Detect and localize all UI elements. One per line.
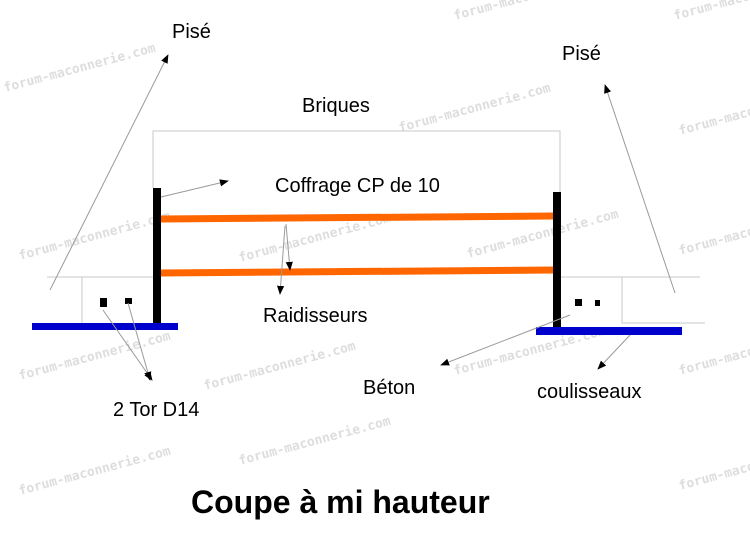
slide-right (536, 327, 682, 335)
arrow-pise-left (49, 54, 169, 291)
watermark: forum-maconnerie.com (677, 84, 750, 139)
watermark: forum-maconnerie.com (672, 0, 750, 24)
arrow-beton (440, 314, 571, 366)
label-coulisseaux: coulisseaux (537, 381, 642, 403)
watermark: forum-maconnerie.com (202, 339, 357, 394)
watermark: forum-maconnerie.com (17, 444, 172, 499)
label-pise-right: Pisé (562, 43, 601, 65)
brick-outline (152, 130, 561, 192)
label-raidisseurs: Raidisseurs (263, 305, 367, 327)
rebar (125, 298, 132, 304)
watermark: forum-maconnerie.com (17, 209, 172, 264)
watermark: forum-maconnerie.com (452, 0, 607, 24)
stiffener-bottom (159, 266, 555, 277)
label-coffrage: Coffrage CP de 10 (275, 175, 440, 197)
arrow-coffrage (160, 179, 229, 198)
watermark: forum-maconnerie.com (237, 414, 392, 469)
slide-left (32, 323, 178, 330)
arrow-pise-right (604, 84, 676, 294)
watermark: forum-maconnerie.com (397, 81, 552, 136)
arrow-raidisseur (285, 223, 293, 271)
arrow-tor (127, 302, 152, 381)
formwork-left (153, 188, 161, 324)
rebar (595, 300, 600, 306)
rebar (100, 298, 107, 307)
label-tor: 2 Tor D14 (113, 399, 199, 421)
watermark: forum-maconnerie.com (677, 204, 750, 259)
arrow-tor (102, 309, 153, 381)
label-briques: Briques (302, 95, 370, 117)
arrow-coulisseaux (597, 334, 631, 370)
arrow-raidisseur (277, 225, 286, 295)
watermark: forum-maconnerie.com (677, 439, 750, 494)
formwork-right (553, 192, 561, 328)
ground-left (47, 276, 153, 323)
label-pise-left: Pisé (172, 21, 211, 43)
watermarks: forum-maconnerie.com forum-maconnerie.co… (2, 0, 750, 499)
ground-right (560, 276, 705, 324)
watermark: forum-maconnerie.com (2, 41, 157, 96)
watermark: forum-maconnerie.com (677, 324, 750, 379)
stiffener-top (159, 212, 555, 223)
rebar (575, 299, 582, 306)
diagram-title: Coupe à mi hauteur (191, 484, 490, 520)
label-beton: Béton (363, 377, 415, 399)
